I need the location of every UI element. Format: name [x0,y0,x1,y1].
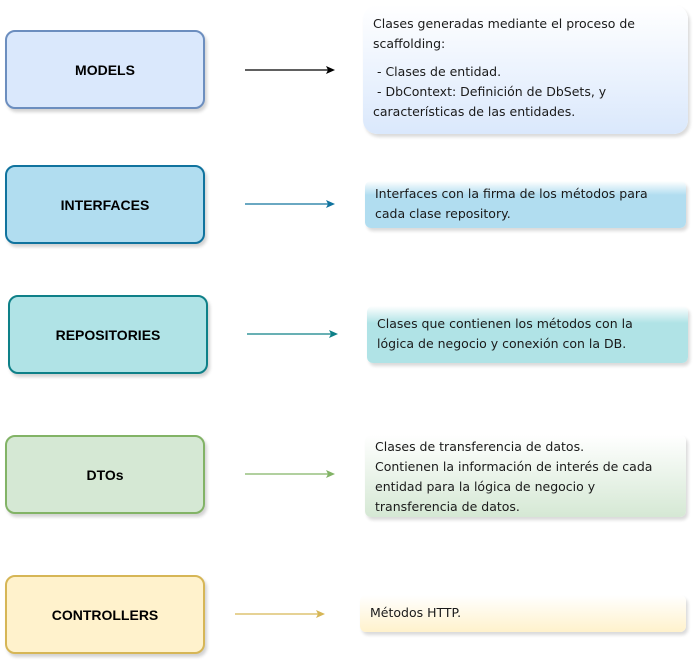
repositories-label: REPOSITORIES [55,326,161,343]
dtos-desc-line: Clases de transferencia de datos. [375,439,585,454]
controllers-desc-line: Métodos HTTP. [370,605,462,620]
interfaces-label: INTERFACES [60,196,150,213]
models-desc-line: scaffolding: [373,36,446,51]
models-desc-line: Clases generadas mediante el proceso de [373,16,635,31]
controllers-arrow [235,610,325,618]
interfaces-arrow [245,200,335,208]
dtos-description: Clases de transferencia de datos. Contie… [365,435,686,517]
dtos-desc-line: Contienen la información de interés de c… [375,459,653,474]
interfaces-desc-line: Interfaces con la firma de los métodos p… [375,186,648,201]
models-arrow [245,66,335,74]
interfaces-description: Interfaces con la firma de los métodos p… [365,181,686,228]
repositories-box: REPOSITORIES [8,295,208,374]
dtos-arrow [245,470,335,478]
repositories-arrow [247,330,338,338]
controllers-box: CONTROLLERS [5,575,205,654]
interfaces-desc-line: cada clase repository. [375,206,511,221]
repositories-desc-line: Clases que contienen los métodos con la [377,316,633,331]
models-label: MODELS [75,61,135,78]
controllers-description: Métodos HTTP. [360,595,686,632]
dtos-desc-line: transferencia de datos. [375,499,520,514]
dtos-label: DTOs [86,466,124,483]
models-desc-item: - Clases de entidad. [373,64,502,79]
repositories-description: Clases que contienen los métodos con la … [367,306,688,363]
dtos-desc-line: entidad para la lógica de negocio y [375,479,596,494]
models-box: MODELS [5,30,205,109]
repositories-desc-line: lógica de negocio y conexión con la DB. [377,336,627,351]
models-desc-item: características de las entidades. [373,104,576,119]
models-description: Clases generadas mediante el proceso de … [363,5,688,134]
models-desc-item: - DbContext: Definición de DbSets, y [373,84,607,99]
dtos-box: DTOs [5,435,205,514]
interfaces-box: INTERFACES [5,165,205,244]
controllers-label: CONTROLLERS [51,606,159,623]
